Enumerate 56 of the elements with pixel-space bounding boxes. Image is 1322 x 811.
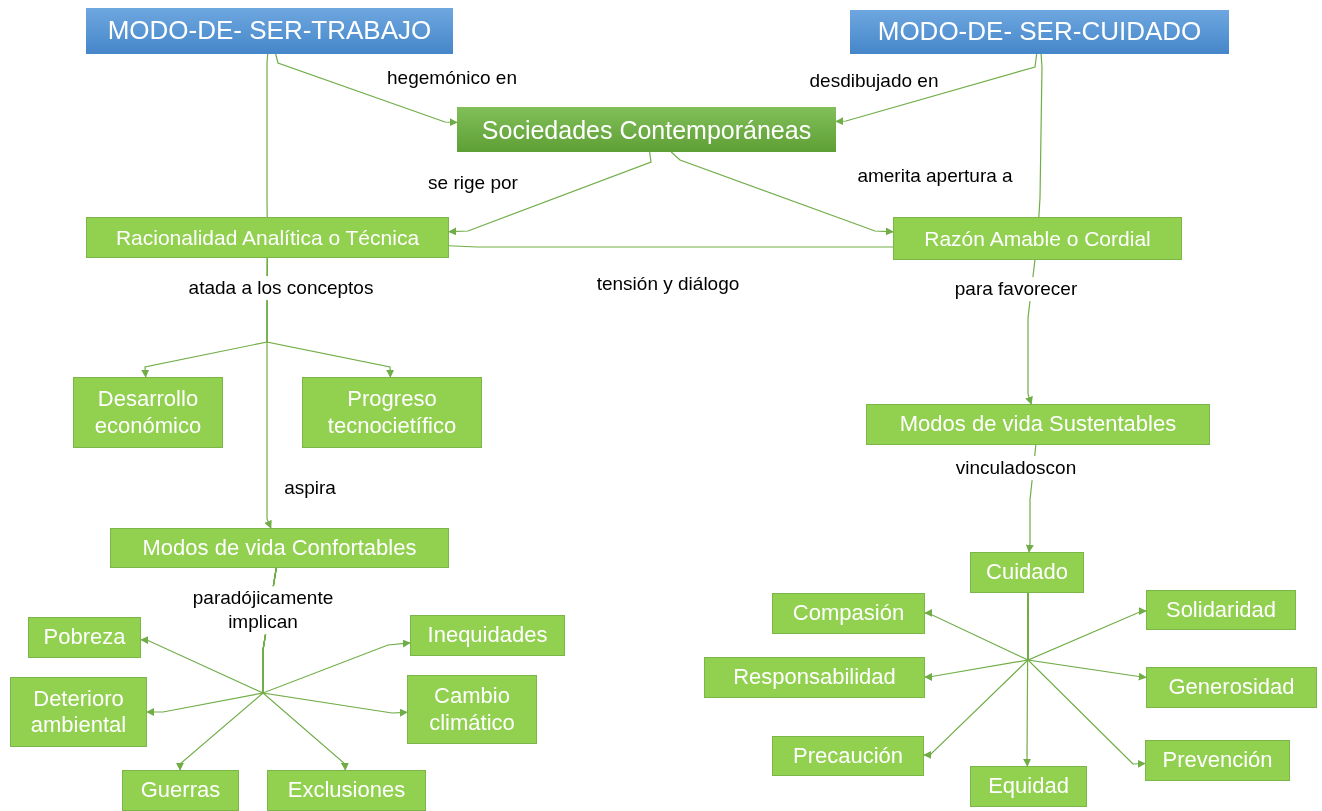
concept-box xyxy=(122,770,239,811)
concept-label: Cuidado xyxy=(986,559,1068,586)
concept-label: Generosidad xyxy=(1168,674,1295,701)
concept-box xyxy=(772,736,924,776)
concept-label: Razón Amable o Cordial xyxy=(924,225,1151,252)
concept-label: Modos de vida Sustentables xyxy=(899,411,1177,438)
concept-label: Compasión xyxy=(792,600,905,627)
concept-box xyxy=(866,404,1210,445)
concept-label: Responsabilidad xyxy=(733,664,896,691)
concept-box xyxy=(704,657,925,698)
concept-box xyxy=(110,528,449,568)
concept-label: Inequidades xyxy=(427,622,548,649)
concept-box xyxy=(302,377,482,448)
arrow xyxy=(275,53,458,127)
concept-box xyxy=(850,10,1229,54)
concept-label: Deterioro ambiental xyxy=(29,685,128,739)
concept-box xyxy=(410,615,565,656)
edge-label: vinculadoscon xyxy=(953,456,1079,480)
connector-phrase: atada a los conceptos xyxy=(186,276,376,300)
concept-box xyxy=(86,217,449,258)
concept-box xyxy=(457,107,836,152)
concept-box xyxy=(1146,667,1317,708)
concept-box xyxy=(1146,590,1296,630)
concept-box xyxy=(10,677,147,747)
concept-label: Racionalidad Analítica o Técnica xyxy=(115,224,420,251)
concept-label: Desarrollo económico xyxy=(93,386,203,439)
connector-line xyxy=(448,245,894,248)
concept-label: Prevención xyxy=(1162,747,1273,774)
concept-label: Progreso tecnocietífico xyxy=(326,386,458,439)
arrow xyxy=(264,257,272,529)
concept-label: Guerras xyxy=(140,777,221,804)
concept-label: Exclusiones xyxy=(287,777,406,804)
concept-box xyxy=(267,770,426,811)
concept-box xyxy=(893,217,1182,260)
concept-box xyxy=(407,675,537,744)
concept-box xyxy=(1145,740,1290,781)
concept-label: Equidad xyxy=(988,773,1069,800)
arrow xyxy=(835,53,1038,126)
concept-label: Modos de vida Confortables xyxy=(142,534,417,562)
concept-label: MODO-DE- SER-CUIDADO xyxy=(877,16,1202,48)
concept-label: Sociedades Contemporáneas xyxy=(481,114,812,145)
concept-label: Solidaridad xyxy=(1165,596,1277,624)
concept-box xyxy=(772,593,925,634)
concept-box xyxy=(28,617,141,658)
concept-box xyxy=(970,766,1087,807)
concept-label: Pobreza xyxy=(43,624,126,651)
arrow xyxy=(448,151,652,236)
concept-box xyxy=(73,377,223,448)
arrow xyxy=(670,151,894,236)
concept-label: Cambio climático xyxy=(428,683,516,736)
concept-box xyxy=(970,552,1084,593)
connector-line xyxy=(266,53,269,218)
connector-line xyxy=(1038,53,1043,218)
concept-box xyxy=(86,8,453,54)
concept-label: MODO-DE- SER-TRABAJO xyxy=(107,15,432,47)
concept-label: Precaución xyxy=(792,742,904,770)
